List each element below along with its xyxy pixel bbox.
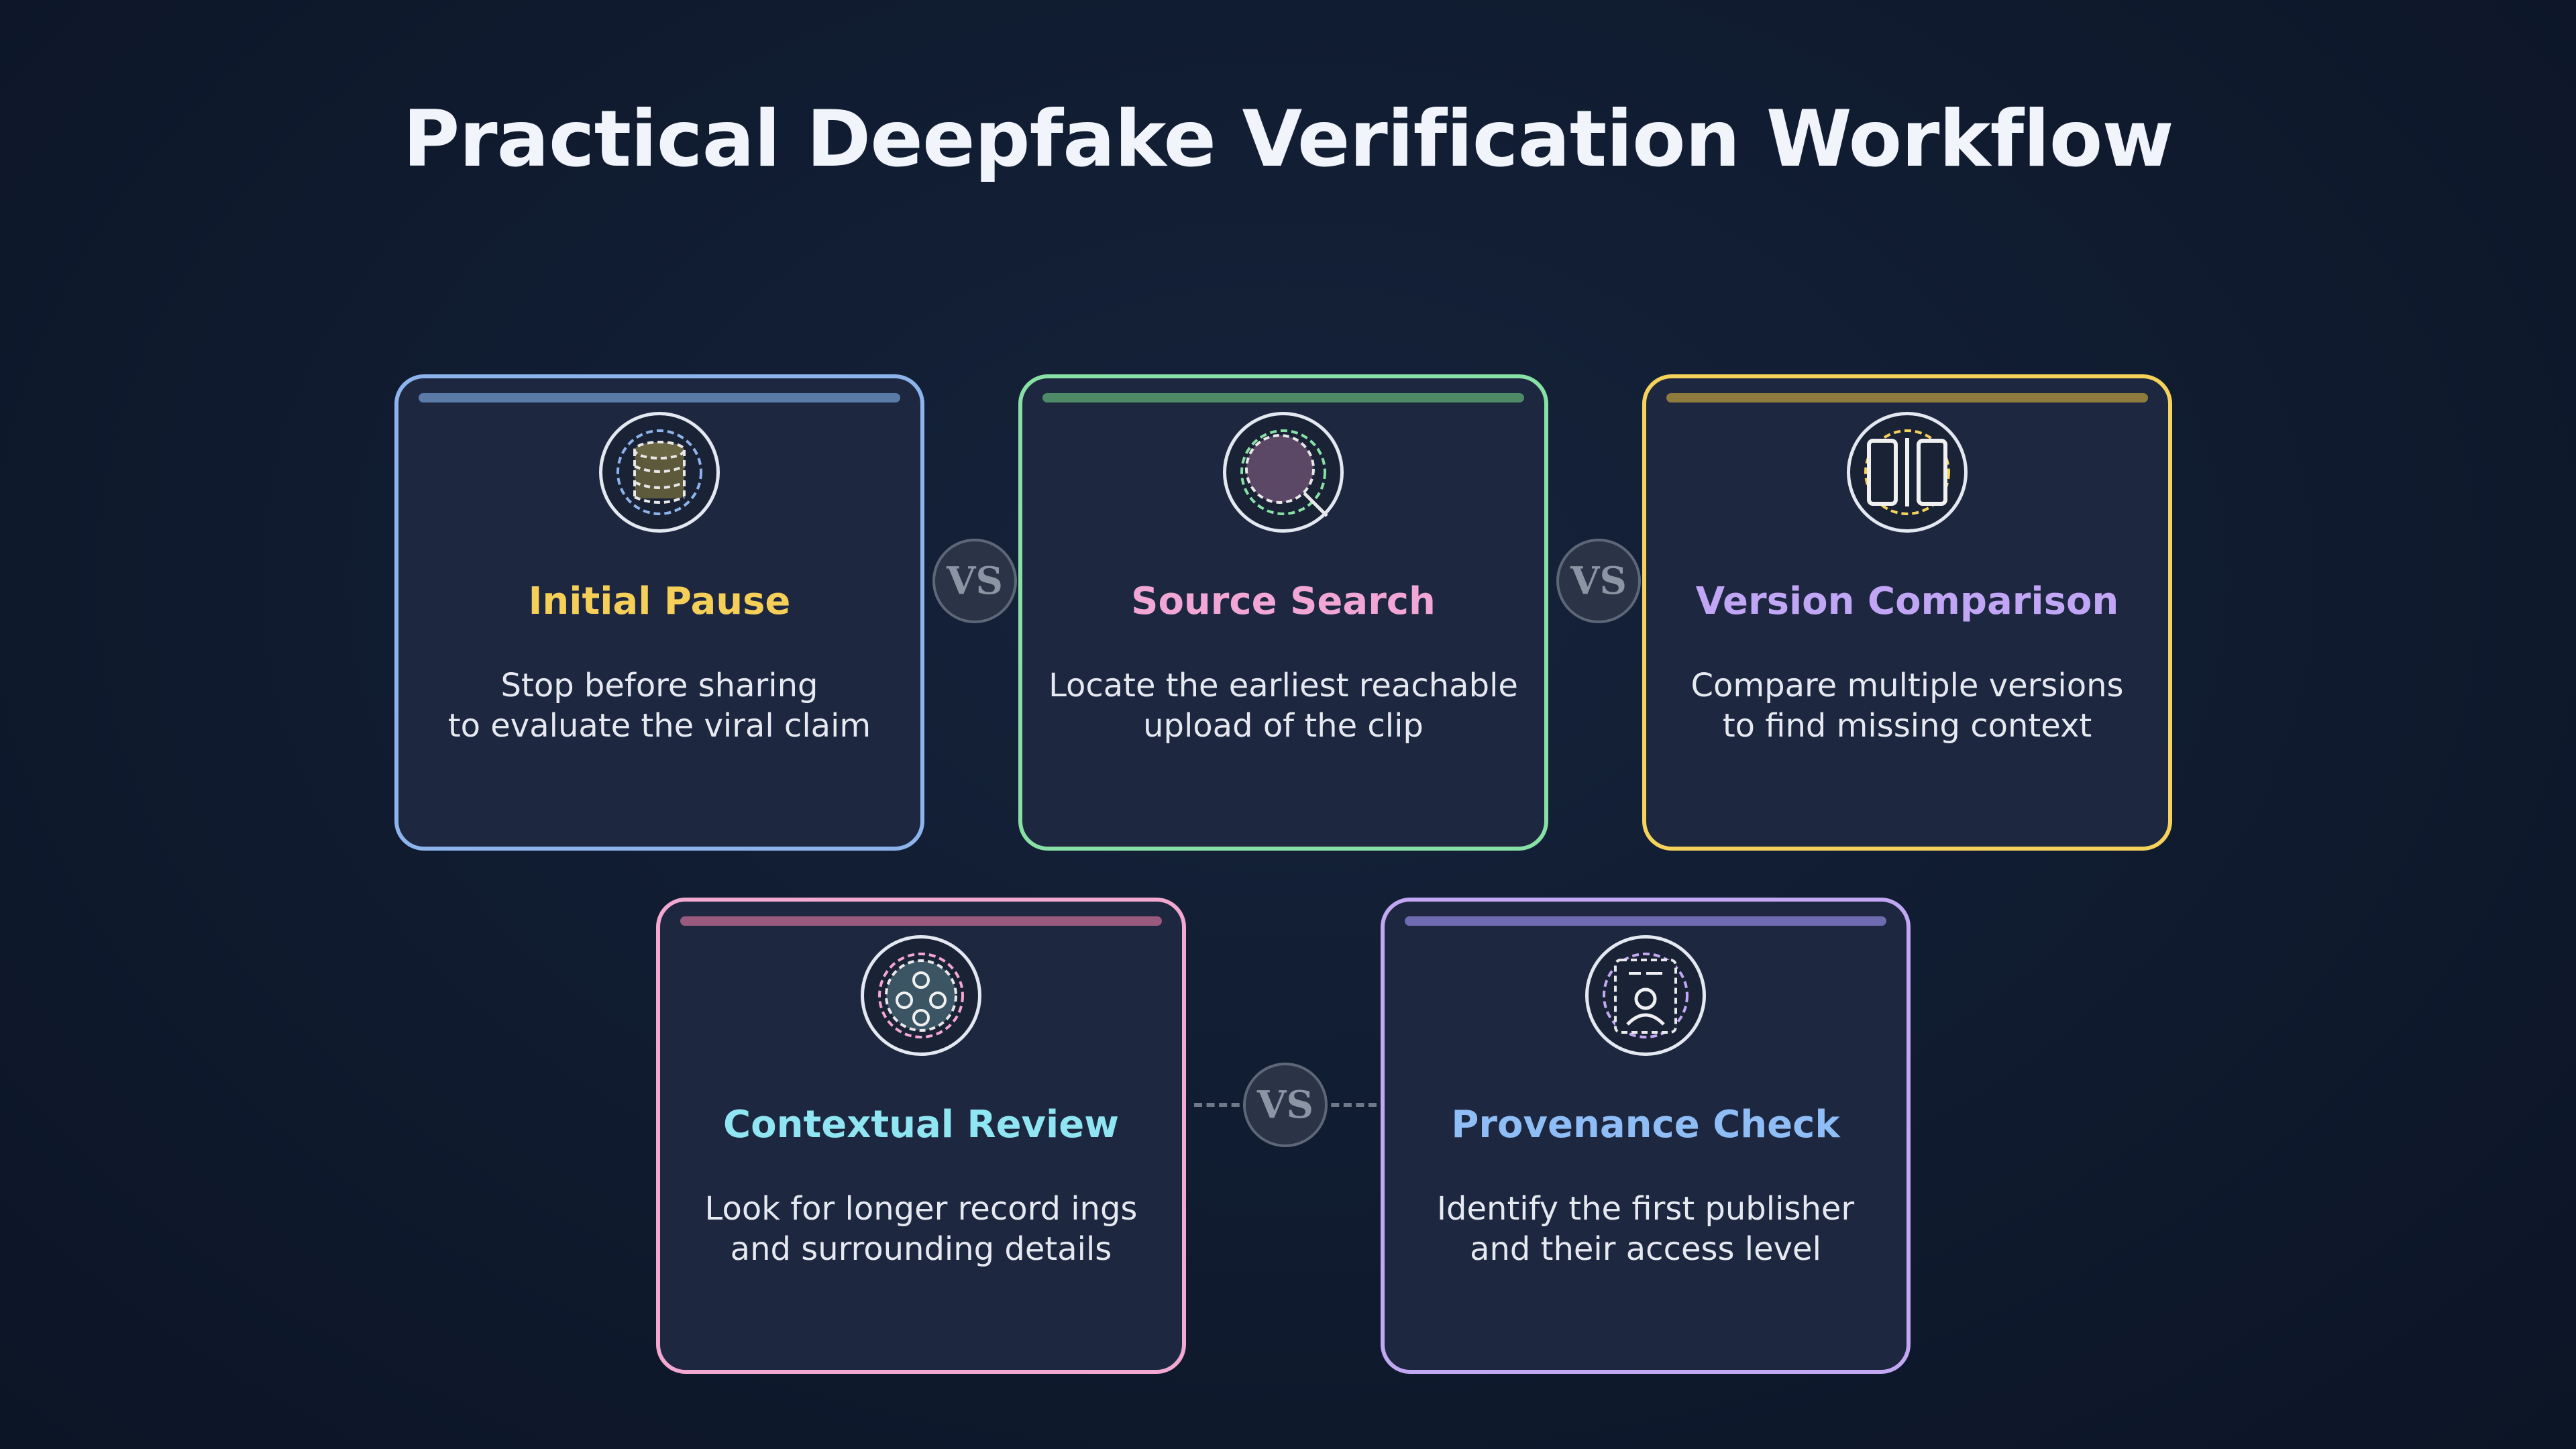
vs-badge: VS (1243, 1063, 1328, 1147)
network-nodes-icon (878, 953, 964, 1038)
vs-badge: VS (1556, 539, 1641, 623)
step-icon-container (1223, 412, 1344, 533)
step-description: Compare multiple versions to find missin… (1666, 665, 2148, 746)
step-card-source-search: Source Search Locate the earliest reacha… (1018, 374, 1548, 851)
card-top-bar (1042, 393, 1524, 402)
step-card-initial-pause: Initial Pause Stop before sharing to eva… (394, 374, 924, 851)
id-badge-icon (1603, 953, 1688, 1038)
step-description: Identify the first publisher and their a… (1405, 1189, 1886, 1269)
step-card-contextual-review: Contextual Review Look for longer record… (656, 898, 1186, 1374)
step-description-line: to evaluate the viral claim (447, 707, 871, 745)
step-title: Source Search (1131, 580, 1436, 623)
step-description: Stop before sharing to evaluate the vira… (419, 665, 900, 746)
card-top-bar (419, 393, 900, 402)
step-icon-container (861, 935, 981, 1056)
step-icon-container (1585, 935, 1706, 1056)
compare-columns-icon (1864, 429, 1950, 515)
step-title: Contextual Review (723, 1103, 1119, 1146)
page-title: Practical Deepfake Verification Workflow (402, 94, 2174, 184)
step-description-line: Compare multiple versions (1690, 667, 2124, 704)
step-description-line: Identify the first publisher (1436, 1190, 1855, 1228)
step-description: Look for longer record ings and surround… (680, 1189, 1162, 1269)
step-title: Version Comparison (1695, 580, 2119, 623)
card-top-bar (680, 916, 1162, 926)
magnifier-icon (1240, 429, 1328, 517)
step-description: Locate the earliest reachable upload of … (1042, 665, 1524, 746)
database-icon (616, 429, 702, 515)
step-icon-container (599, 412, 720, 533)
step-icon-container (1847, 412, 1968, 533)
step-title: Initial Pause (528, 580, 791, 623)
step-description-line: Locate the earliest reachable (1049, 667, 1518, 704)
step-description-line: Look for longer record ings (704, 1190, 1138, 1228)
step-card-version-comparison: Version Comparison Compare multiple vers… (1642, 374, 2172, 851)
step-description-line: to find missing context (1722, 707, 2092, 745)
step-title: Provenance Check (1451, 1103, 1840, 1146)
step-description-line: Stop before sharing (500, 667, 818, 704)
step-card-provenance-check: Provenance Check Identify the first publ… (1381, 898, 1911, 1374)
card-top-bar (1405, 916, 1886, 926)
step-description-line: upload of the clip (1143, 707, 1424, 745)
step-description-line: and surrounding details (730, 1230, 1112, 1268)
step-description-line: and their access level (1470, 1230, 1821, 1268)
card-top-bar (1666, 393, 2148, 402)
vs-badge: VS (932, 539, 1017, 623)
